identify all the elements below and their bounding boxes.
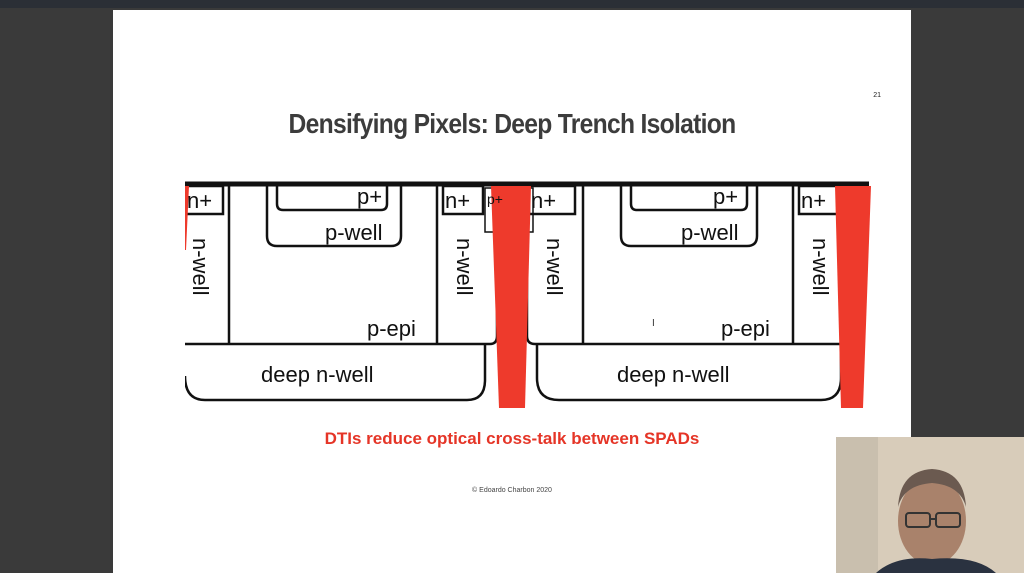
- label-p-plus: p+: [357, 184, 382, 209]
- p-plus-region: [629, 186, 749, 212]
- dti-cross-section-diagram: n+ p+ p-well p-epi n+ deep n-well n-well…: [185, 181, 871, 408]
- presenter-video-icon: [836, 437, 1024, 573]
- label-small-p-plus: p+: [487, 191, 503, 207]
- label-n-well: n-well: [452, 238, 477, 295]
- p-epi-boundary: [525, 186, 845, 346]
- label-p-well: p-well: [325, 220, 382, 245]
- slide-copyright: © Edoardo Charbon 2020: [472, 487, 552, 494]
- presenter-webcam-feed[interactable]: [836, 437, 1024, 573]
- label-p-plus: p+: [713, 184, 738, 209]
- deep-trench-center: [491, 186, 531, 408]
- label-deep-n-well: deep n-well: [261, 362, 374, 387]
- label-n-well: n-well: [542, 238, 567, 295]
- deep-trench-left-edge: [185, 186, 189, 250]
- deep-n-well-region: [185, 344, 487, 402]
- slide-caption: DTIs reduce optical cross-talk between S…: [324, 429, 700, 448]
- deep-n-well-region: [535, 344, 843, 402]
- text-cursor-icon: I: [652, 318, 655, 329]
- label-n-plus: n+: [445, 188, 470, 213]
- p-well-region: [265, 186, 403, 248]
- label-deep-n-well: deep n-well: [617, 362, 730, 387]
- label-n-plus: n+: [531, 188, 556, 213]
- label-n-well: n-well: [188, 238, 213, 295]
- label-p-well: p-well: [681, 220, 738, 245]
- p-plus-region: [275, 186, 389, 212]
- label-n-well: n-well: [808, 238, 833, 295]
- slide-title: Densifying Pixels: Deep Trench Isolation: [288, 108, 737, 139]
- label-n-plus: n+: [801, 188, 826, 213]
- window-top-bar: [0, 0, 1024, 8]
- n-plus-region: [441, 184, 485, 216]
- n-plus-region: [185, 184, 225, 216]
- deep-trench-right: [835, 186, 871, 408]
- label-n-plus: n+: [187, 188, 212, 213]
- p-well-region: [619, 186, 759, 248]
- slide-page-number: 21: [873, 92, 881, 99]
- label-p-epi: p-epi: [721, 316, 770, 341]
- label-p-epi: p-epi: [367, 316, 416, 341]
